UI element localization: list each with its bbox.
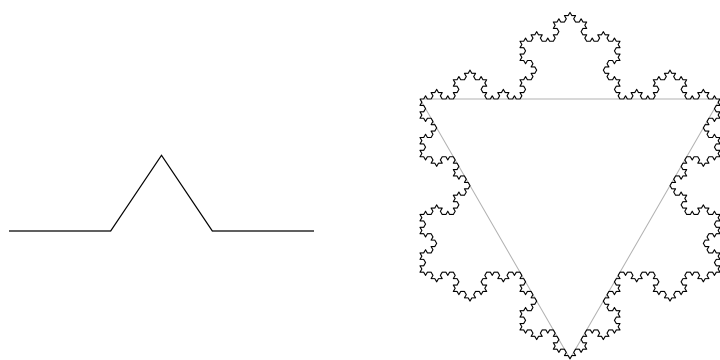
base-triangle	[420, 99, 720, 359]
koch-generator-curve	[9, 155, 314, 231]
koch-generator-panel	[9, 155, 314, 231]
koch-snowflake-panel	[420, 12, 720, 358]
koch-snowflake-curve	[420, 12, 720, 358]
